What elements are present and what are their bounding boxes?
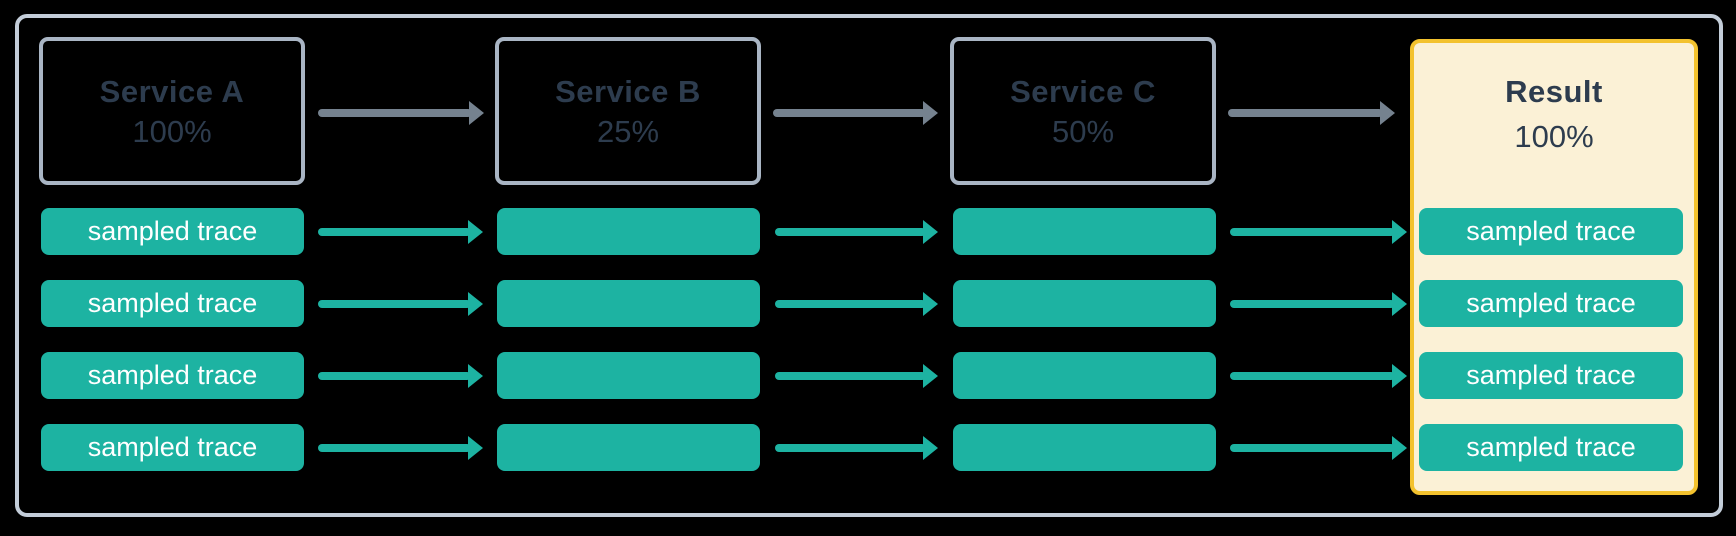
trace-arrow <box>775 219 938 245</box>
arrow-shaft <box>318 372 471 380</box>
trace-arrow <box>1230 291 1407 317</box>
service-c-box: Service C 50% <box>950 37 1216 185</box>
sampled-trace-bar: sampled trace <box>41 424 304 471</box>
arrow-head <box>923 436 938 460</box>
arrow-shaft <box>318 109 472 117</box>
arrow-shaft <box>318 228 471 236</box>
service-b-rate: 25% <box>596 113 660 149</box>
trace-arrow <box>775 435 938 461</box>
service-b-title: Service B <box>555 73 701 109</box>
trace-arrow <box>775 363 938 389</box>
arrow-shaft <box>775 444 926 452</box>
arrow-head <box>923 101 938 125</box>
arrow-head <box>469 101 484 125</box>
service-b-box: Service B 25% <box>495 37 761 185</box>
diagram-frame <box>15 14 1723 517</box>
arrow-head <box>923 220 938 244</box>
service-a-box: Service A 100% <box>39 37 305 185</box>
sampled-trace-bar: sampled trace <box>1419 424 1683 471</box>
result-rate: 100% <box>1514 119 1594 154</box>
result-box: Result 100% <box>1410 39 1698 495</box>
trace-bar <box>953 424 1216 471</box>
arrow-head <box>1380 101 1395 125</box>
arrow-head <box>468 292 483 316</box>
result-title: Result <box>1505 74 1603 109</box>
service-c-rate: 50% <box>1051 113 1115 149</box>
arrow-head <box>468 364 483 388</box>
trace-arrow <box>1230 435 1407 461</box>
arrow-shaft <box>1230 300 1395 308</box>
sampled-trace-bar: sampled trace <box>1419 208 1683 255</box>
arrow-shaft <box>775 300 926 308</box>
arrow-shaft <box>1230 228 1395 236</box>
arrow-service-b-to-c <box>773 100 938 126</box>
trace-arrow <box>318 291 483 317</box>
trace-arrow <box>1230 363 1407 389</box>
trace-bar <box>953 280 1216 327</box>
arrow-shaft <box>318 444 471 452</box>
trace-arrow <box>318 435 483 461</box>
trace-bar <box>497 424 760 471</box>
trace-bar <box>953 352 1216 399</box>
arrow-head <box>1392 292 1407 316</box>
service-a-title: Service A <box>99 73 245 109</box>
arrow-shaft <box>318 300 471 308</box>
arrow-head <box>923 292 938 316</box>
sampled-trace-bar: sampled trace <box>1419 280 1683 327</box>
trace-arrow <box>775 291 938 317</box>
trace-arrow <box>318 219 483 245</box>
arrow-shaft <box>775 228 926 236</box>
trace-bar <box>953 208 1216 255</box>
trace-arrow <box>1230 219 1407 245</box>
service-c-title: Service C <box>1010 73 1156 109</box>
arrow-shaft <box>1230 444 1395 452</box>
trace-bar <box>497 280 760 327</box>
sampled-trace-bar: sampled trace <box>41 352 304 399</box>
arrow-head <box>468 220 483 244</box>
arrow-shaft <box>1228 109 1383 117</box>
sampled-trace-bar: sampled trace <box>41 280 304 327</box>
arrow-shaft <box>1230 372 1395 380</box>
trace-arrow <box>318 363 483 389</box>
service-a-rate: 100% <box>132 113 212 149</box>
trace-bar <box>497 352 760 399</box>
arrow-head <box>1392 436 1407 460</box>
arrow-head <box>923 364 938 388</box>
arrow-head <box>1392 220 1407 244</box>
arrow-head <box>1392 364 1407 388</box>
trace-bar <box>497 208 760 255</box>
sampled-trace-bar: sampled trace <box>1419 352 1683 399</box>
arrow-service-a-to-b <box>318 100 484 126</box>
sampled-trace-bar: sampled trace <box>41 208 304 255</box>
arrow-service-c-to-result <box>1228 100 1395 126</box>
arrow-shaft <box>775 372 926 380</box>
arrow-shaft <box>773 109 926 117</box>
arrow-head <box>468 436 483 460</box>
